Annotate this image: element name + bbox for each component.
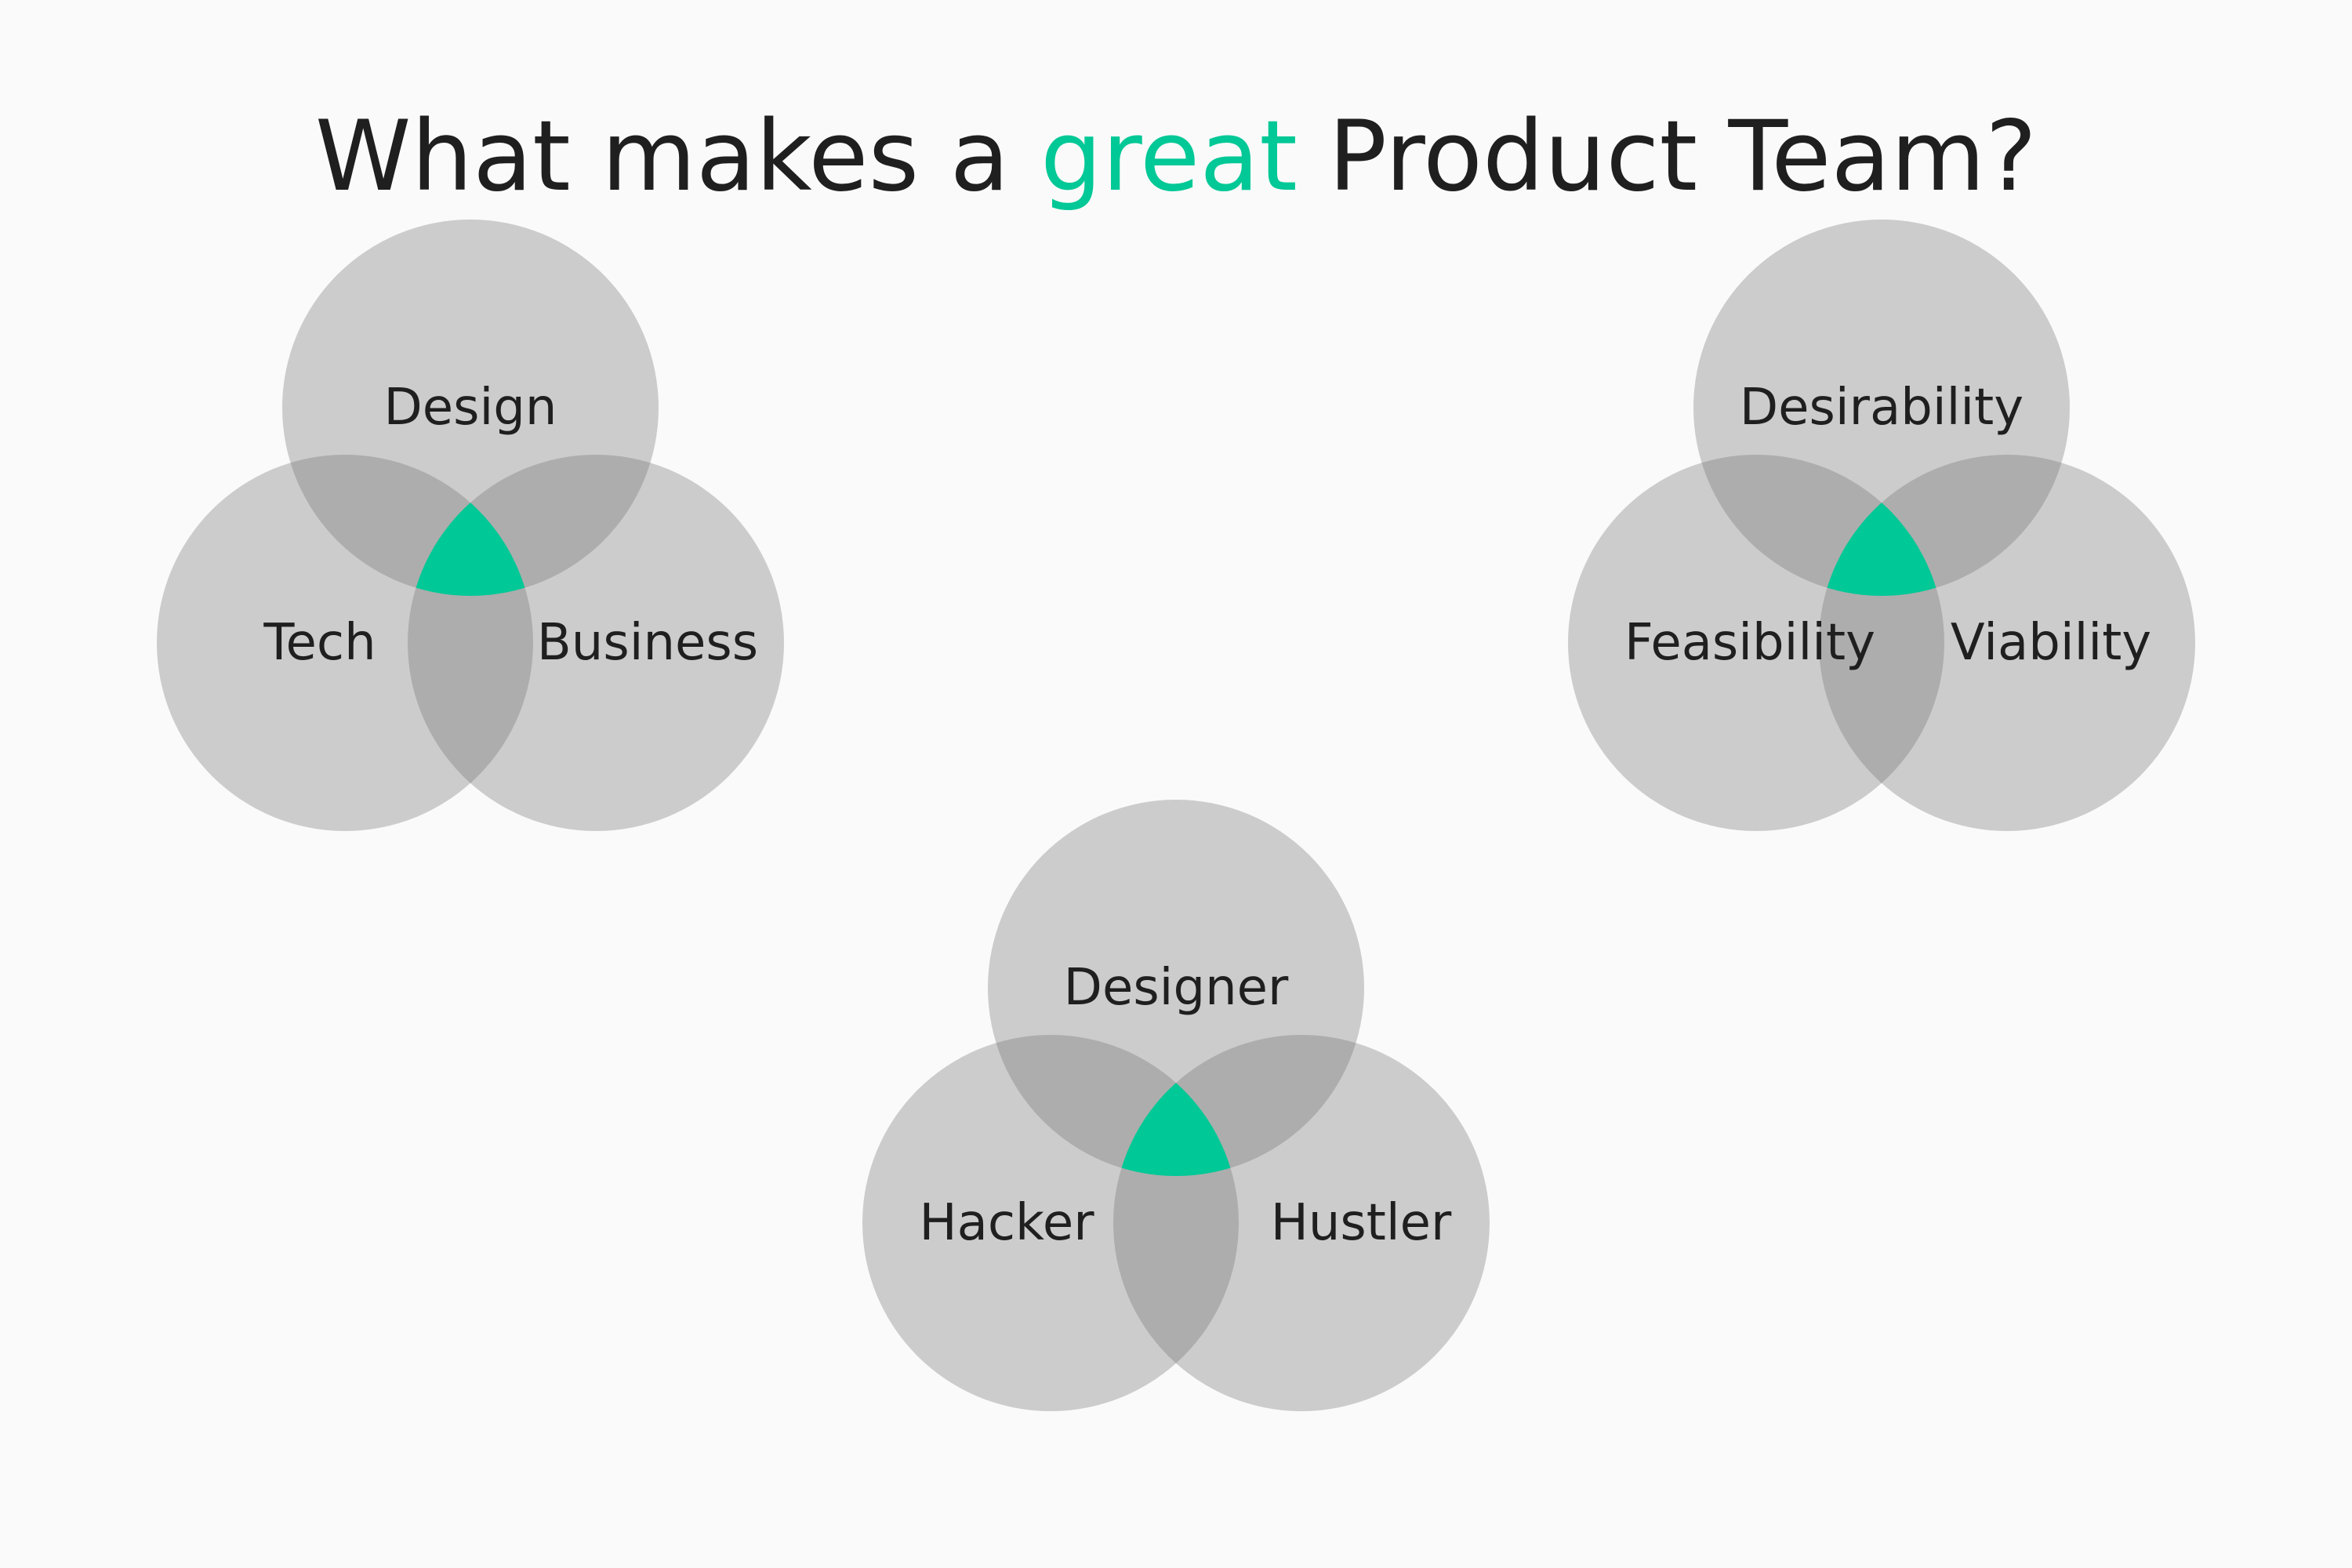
venn-label-right: Viability (1951, 614, 2151, 672)
venn-label-top: Desirability (1740, 379, 2024, 437)
title-before: What makes a (314, 100, 1041, 214)
title-accent: great (1040, 100, 1298, 214)
venn-label-left: Hacker (920, 1194, 1095, 1252)
venn-label-left: Tech (263, 614, 376, 672)
venn-label-right: Hustler (1271, 1194, 1452, 1252)
venn-center (1113, 1035, 1239, 1176)
venn-center (408, 455, 533, 596)
venn-label-left: Feasibility (1624, 614, 1875, 672)
venn-label-top: Designer (1064, 959, 1289, 1017)
title-after: Product Team? (1297, 100, 2038, 214)
page-title: What makes a great Product Team? (0, 98, 2352, 216)
venn-label-top: Design (384, 379, 557, 437)
venn-label-right: Business (537, 614, 758, 672)
venn-center (1819, 455, 1944, 596)
venn-product-lenses: Desirability Feasibility Viability (1568, 220, 2195, 831)
venn-team-skills: Design Tech Business (157, 220, 784, 831)
venn-team-roles: Designer Hacker Hustler (862, 800, 1490, 1411)
